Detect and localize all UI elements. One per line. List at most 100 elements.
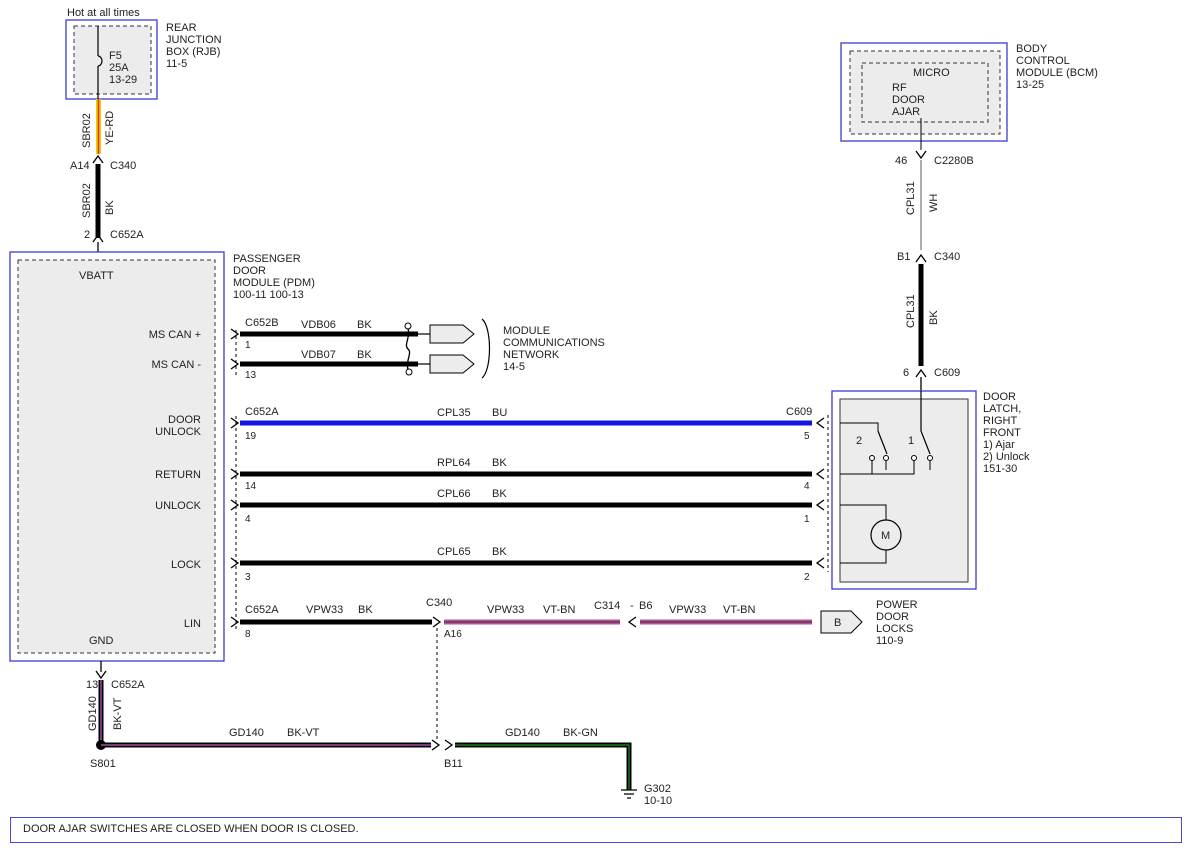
latch-switch-2-contact bbox=[883, 455, 889, 461]
fuse-f5-icon bbox=[97, 26, 103, 99]
power-door-locks-title-1: POWER bbox=[876, 599, 918, 611]
ground-icon bbox=[621, 789, 637, 799]
connector-c652a-gnd-symbol bbox=[95, 670, 107, 680]
bcm-title-3: MODULE (BCM) bbox=[1016, 67, 1098, 79]
connector-b6-label: B6 bbox=[639, 600, 652, 612]
door-latch-title-2: LATCH, bbox=[983, 403, 1021, 415]
wire-sbr02-ye-rd-stripe bbox=[97, 99, 100, 154]
vpw33-a-color-label: VT-BN bbox=[543, 604, 575, 616]
pin-3-label: 3 bbox=[245, 572, 251, 583]
footer-note-text: DOOR AJAR SWITCHES ARE CLOSED WHEN DOOR … bbox=[23, 823, 359, 835]
pdm-inner-box bbox=[17, 259, 216, 654]
connector-a14-label: A14 bbox=[70, 160, 90, 172]
wire-gd140-h1-stripe bbox=[101, 744, 431, 746]
connector-c652a-top-label: C652A bbox=[110, 229, 144, 241]
connector-c609-pin2-symbol bbox=[815, 557, 825, 569]
cpl66-color-label: BK bbox=[492, 488, 507, 500]
rjb-title-3: BOX (RJB) bbox=[166, 46, 220, 58]
ground-ref-label: 10-10 bbox=[644, 795, 672, 807]
latch-return-contact-a bbox=[869, 455, 875, 461]
connector-c340-right-label: C340 bbox=[934, 251, 960, 263]
door-latch-title-7: 151-30 bbox=[983, 463, 1017, 475]
pin-4-left-label: 4 bbox=[245, 514, 251, 525]
bcm-micro-label: MICRO bbox=[913, 67, 950, 79]
cpl66-circuit-label: CPL66 bbox=[437, 488, 471, 500]
connector-c2280b-label: C2280B bbox=[934, 155, 974, 167]
vdb06-circuit-label: VDB06 bbox=[301, 319, 336, 331]
pdm-vbatt-label: VBATT bbox=[79, 270, 114, 282]
connector-c652a-pin19-symbol bbox=[230, 417, 240, 429]
connector-c2280b-symbol bbox=[915, 150, 927, 160]
latch-unlock-line bbox=[840, 422, 879, 431]
connector-c314-label: C314 bbox=[594, 600, 620, 612]
connector-c652a-gnd-label: C652A bbox=[111, 679, 145, 691]
connector-c340-label: C340 bbox=[110, 160, 136, 172]
connector-c340-lin-label: C340 bbox=[426, 597, 452, 609]
latch-switch-2-label: 2 bbox=[856, 435, 862, 447]
cpl65-color-label: BK bbox=[492, 546, 507, 558]
twisted-pair-cap-top bbox=[404, 322, 412, 330]
latch-motor-wiring bbox=[840, 504, 887, 564]
pin-1-right-label: 1 bbox=[804, 514, 810, 525]
pdm-title-2: DOOR bbox=[233, 265, 266, 277]
vpw33-bk-circuit-label: VPW33 bbox=[306, 604, 343, 616]
connector-c609-mid-label: C609 bbox=[786, 406, 812, 418]
latch-switch-1-icon bbox=[920, 391, 931, 455]
door-latch-title-1: DOOR bbox=[983, 391, 1016, 403]
network-arrow-top bbox=[429, 324, 475, 344]
pin-5-label: 5 bbox=[804, 431, 810, 442]
pin-door-unlock-label: UNLOCK bbox=[155, 426, 202, 438]
cpl31-wh-circuit-label: CPL31 bbox=[905, 181, 917, 215]
pin-2-label: 2 bbox=[84, 229, 90, 241]
pin-lock-label: LOCK bbox=[171, 559, 202, 571]
sbr02-color-label: YE-RD bbox=[104, 111, 116, 145]
rpl64-circuit-label: RPL64 bbox=[437, 457, 471, 469]
bcm-inner-box bbox=[849, 50, 1001, 135]
gd140-h1-color-label: BK-VT bbox=[287, 727, 320, 739]
power-door-locks-arrow bbox=[820, 610, 863, 634]
connector-c652a-pin8-symbol bbox=[230, 616, 240, 628]
power-door-locks-title-2: DOOR bbox=[876, 611, 909, 623]
vpw33-b-circuit-label: VPW33 bbox=[669, 604, 706, 616]
wire-vpw33-vt-bn-b-stripe bbox=[640, 621, 812, 623]
connector-b11-label: B11 bbox=[444, 758, 463, 770]
power-door-locks-title-4: 110-9 bbox=[876, 635, 903, 647]
latch-switch-1-contact bbox=[927, 455, 933, 461]
latch-switch-2-icon bbox=[877, 430, 888, 455]
connector-c652b-label: C652B bbox=[245, 317, 279, 329]
connector-b11-symbol-2 bbox=[444, 739, 454, 751]
connector-c652a-top-symbol bbox=[92, 233, 104, 243]
pin-19-label: 19 bbox=[245, 431, 257, 442]
door-latch-inner-box bbox=[839, 398, 969, 583]
pin-14-label: 14 bbox=[245, 481, 257, 492]
rjb-title-2: JUNCTION bbox=[166, 34, 222, 46]
pdm-title-4: 100-11 100-13 bbox=[233, 289, 304, 301]
motor-label: M bbox=[881, 530, 890, 542]
connector-c652a-lin-label: C652A bbox=[245, 604, 279, 616]
connector-c652b-pin13-symbol bbox=[230, 358, 240, 370]
network-title-2: COMMUNICATIONS bbox=[503, 337, 605, 349]
hot-at-all-times-label: Hot at all times bbox=[67, 7, 140, 19]
connector-c340-symbol bbox=[92, 154, 104, 164]
vpw33-a-circuit-label: VPW33 bbox=[487, 604, 524, 616]
door-latch-title-6: 2) Unlock bbox=[983, 451, 1030, 463]
pin-6-label: 6 bbox=[903, 367, 909, 379]
bcm-micro-box bbox=[861, 62, 989, 123]
power-door-locks-tag: B bbox=[834, 617, 841, 629]
rjb-title-4: 11-5 bbox=[166, 58, 187, 70]
connector-c609-pin1-symbol bbox=[815, 499, 825, 511]
wire-gd140-vertical-stripe bbox=[100, 680, 102, 745]
pdm-title-3: MODULE (PDM) bbox=[233, 277, 315, 289]
network-title-3: NETWORK bbox=[503, 349, 560, 361]
connector-c652a-pin3-symbol bbox=[230, 557, 240, 569]
pin-13-gnd-label: 13 bbox=[86, 679, 98, 691]
connector-b1-label: B1 bbox=[897, 251, 910, 263]
network-bracket bbox=[481, 318, 491, 379]
vdb07-color-label: BK bbox=[357, 349, 372, 361]
vdb07-circuit-label: VDB07 bbox=[301, 349, 336, 361]
cpl65-circuit-label: CPL65 bbox=[437, 546, 471, 558]
power-door-locks-title-3: LOCKS bbox=[876, 623, 913, 635]
wire-vpw33-vt-bn-a-stripe bbox=[444, 621, 620, 623]
gd140-h2-circuit-label: GD140 bbox=[505, 727, 540, 739]
